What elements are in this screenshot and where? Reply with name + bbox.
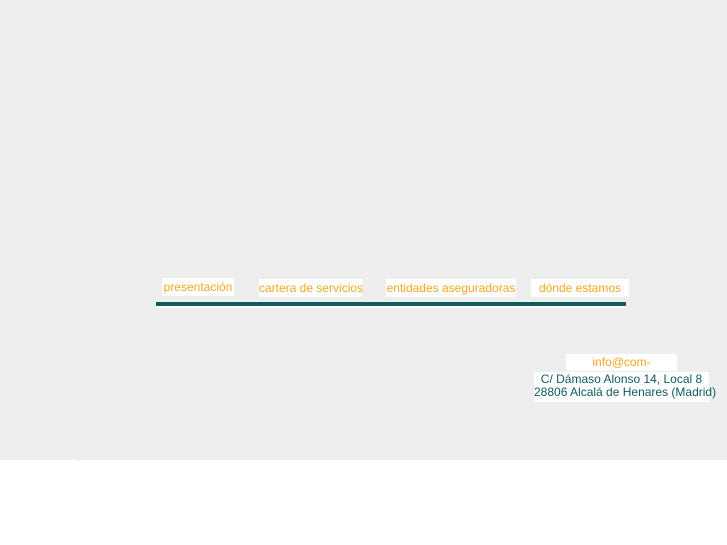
nav-link-entidades-aseguradoras[interactable]: entidades aseguradoras xyxy=(386,279,516,297)
divider-dot xyxy=(77,460,78,461)
nav-link-cartera-de-servicios[interactable]: cartera de servicios xyxy=(259,279,364,297)
address-line-street: C/ Dámaso Alonso 14, Local 8 xyxy=(540,372,703,386)
contact-address: C/ Dámaso Alonso 14, Local 8 28806 Alcal… xyxy=(534,372,717,402)
page-background: presentación cartera de servicios entida… xyxy=(0,0,727,460)
address-line-city: 28806 Alcalá de Henares (Madrid) xyxy=(534,385,717,399)
nav-divider xyxy=(156,302,626,306)
nav-link-presentacion[interactable]: presentación xyxy=(162,278,234,296)
contact-email-link[interactable]: info@com-parto.com xyxy=(566,354,677,386)
nav-link-donde-estamos[interactable]: dónde estamos xyxy=(531,279,629,297)
nav-divider-highlight xyxy=(156,306,626,308)
